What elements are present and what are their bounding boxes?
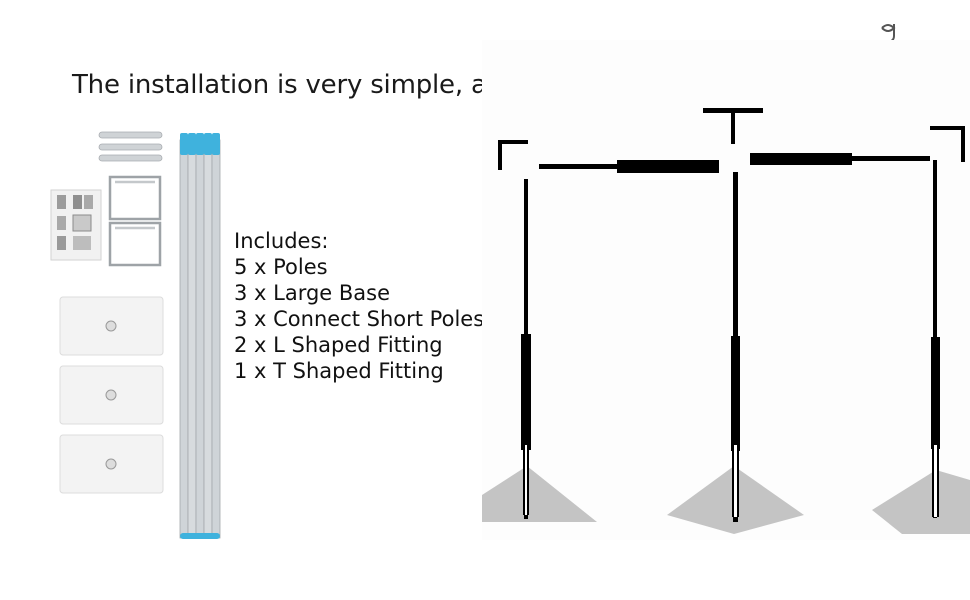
frame-fittings: [110, 177, 160, 265]
product-parts-illustration: [0, 0, 240, 600]
list-item: 1 x T Shaped Fitting: [234, 358, 484, 384]
short-poles: [99, 132, 162, 161]
list-item: 3 x Large Base: [234, 280, 484, 306]
assembly-diagram: [482, 40, 970, 540]
long-poles: [180, 133, 220, 539]
base-plates: [60, 297, 163, 493]
fittings-package: [51, 190, 101, 260]
includes-title: Includes:: [234, 228, 484, 254]
includes-list: Includes: 5 x Poles 3 x Large Base 3 x C…: [234, 228, 484, 384]
list-item: 2 x L Shaped Fitting: [234, 332, 484, 358]
list-item: 3 x Connect Short Poles: [234, 306, 484, 332]
list-item: 5 x Poles: [234, 254, 484, 280]
cropped-text-fragment: [872, 14, 902, 40]
